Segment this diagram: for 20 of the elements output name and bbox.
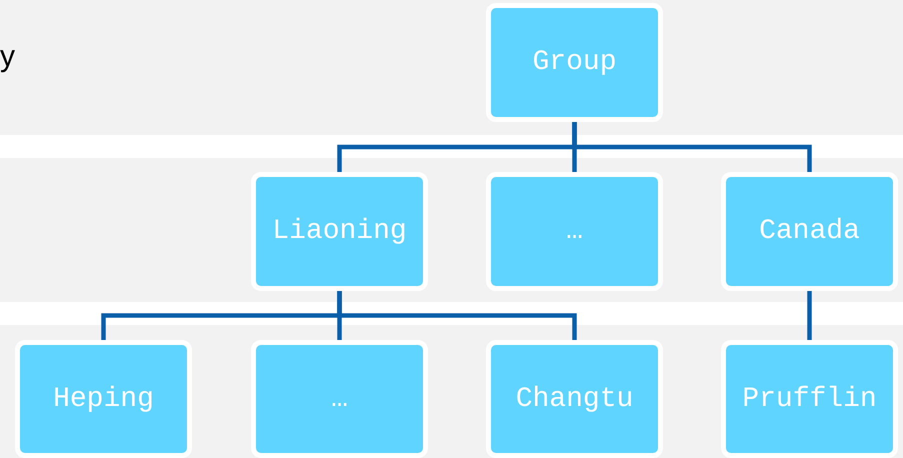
org-box [251, 340, 428, 458]
node-label: Changtu [516, 384, 634, 414]
org-box [486, 172, 663, 291]
org-box [251, 172, 428, 291]
connector-line [572, 120, 812, 174]
text-fragment: y [0, 40, 15, 74]
org-box [721, 172, 898, 291]
node-label: Prufflin [742, 384, 877, 414]
node-label: Group [532, 47, 616, 78]
org-box [721, 340, 898, 458]
connector-line [337, 289, 577, 342]
node-label: … [566, 216, 583, 247]
node-label: Heping [53, 384, 154, 414]
org-box [486, 3, 663, 122]
org-box [486, 340, 663, 458]
connector-line [807, 289, 812, 342]
node-label: … [331, 384, 348, 414]
org-box [15, 340, 192, 458]
node-label: Canada [759, 216, 860, 247]
node-label: Liaoning [272, 216, 407, 247]
